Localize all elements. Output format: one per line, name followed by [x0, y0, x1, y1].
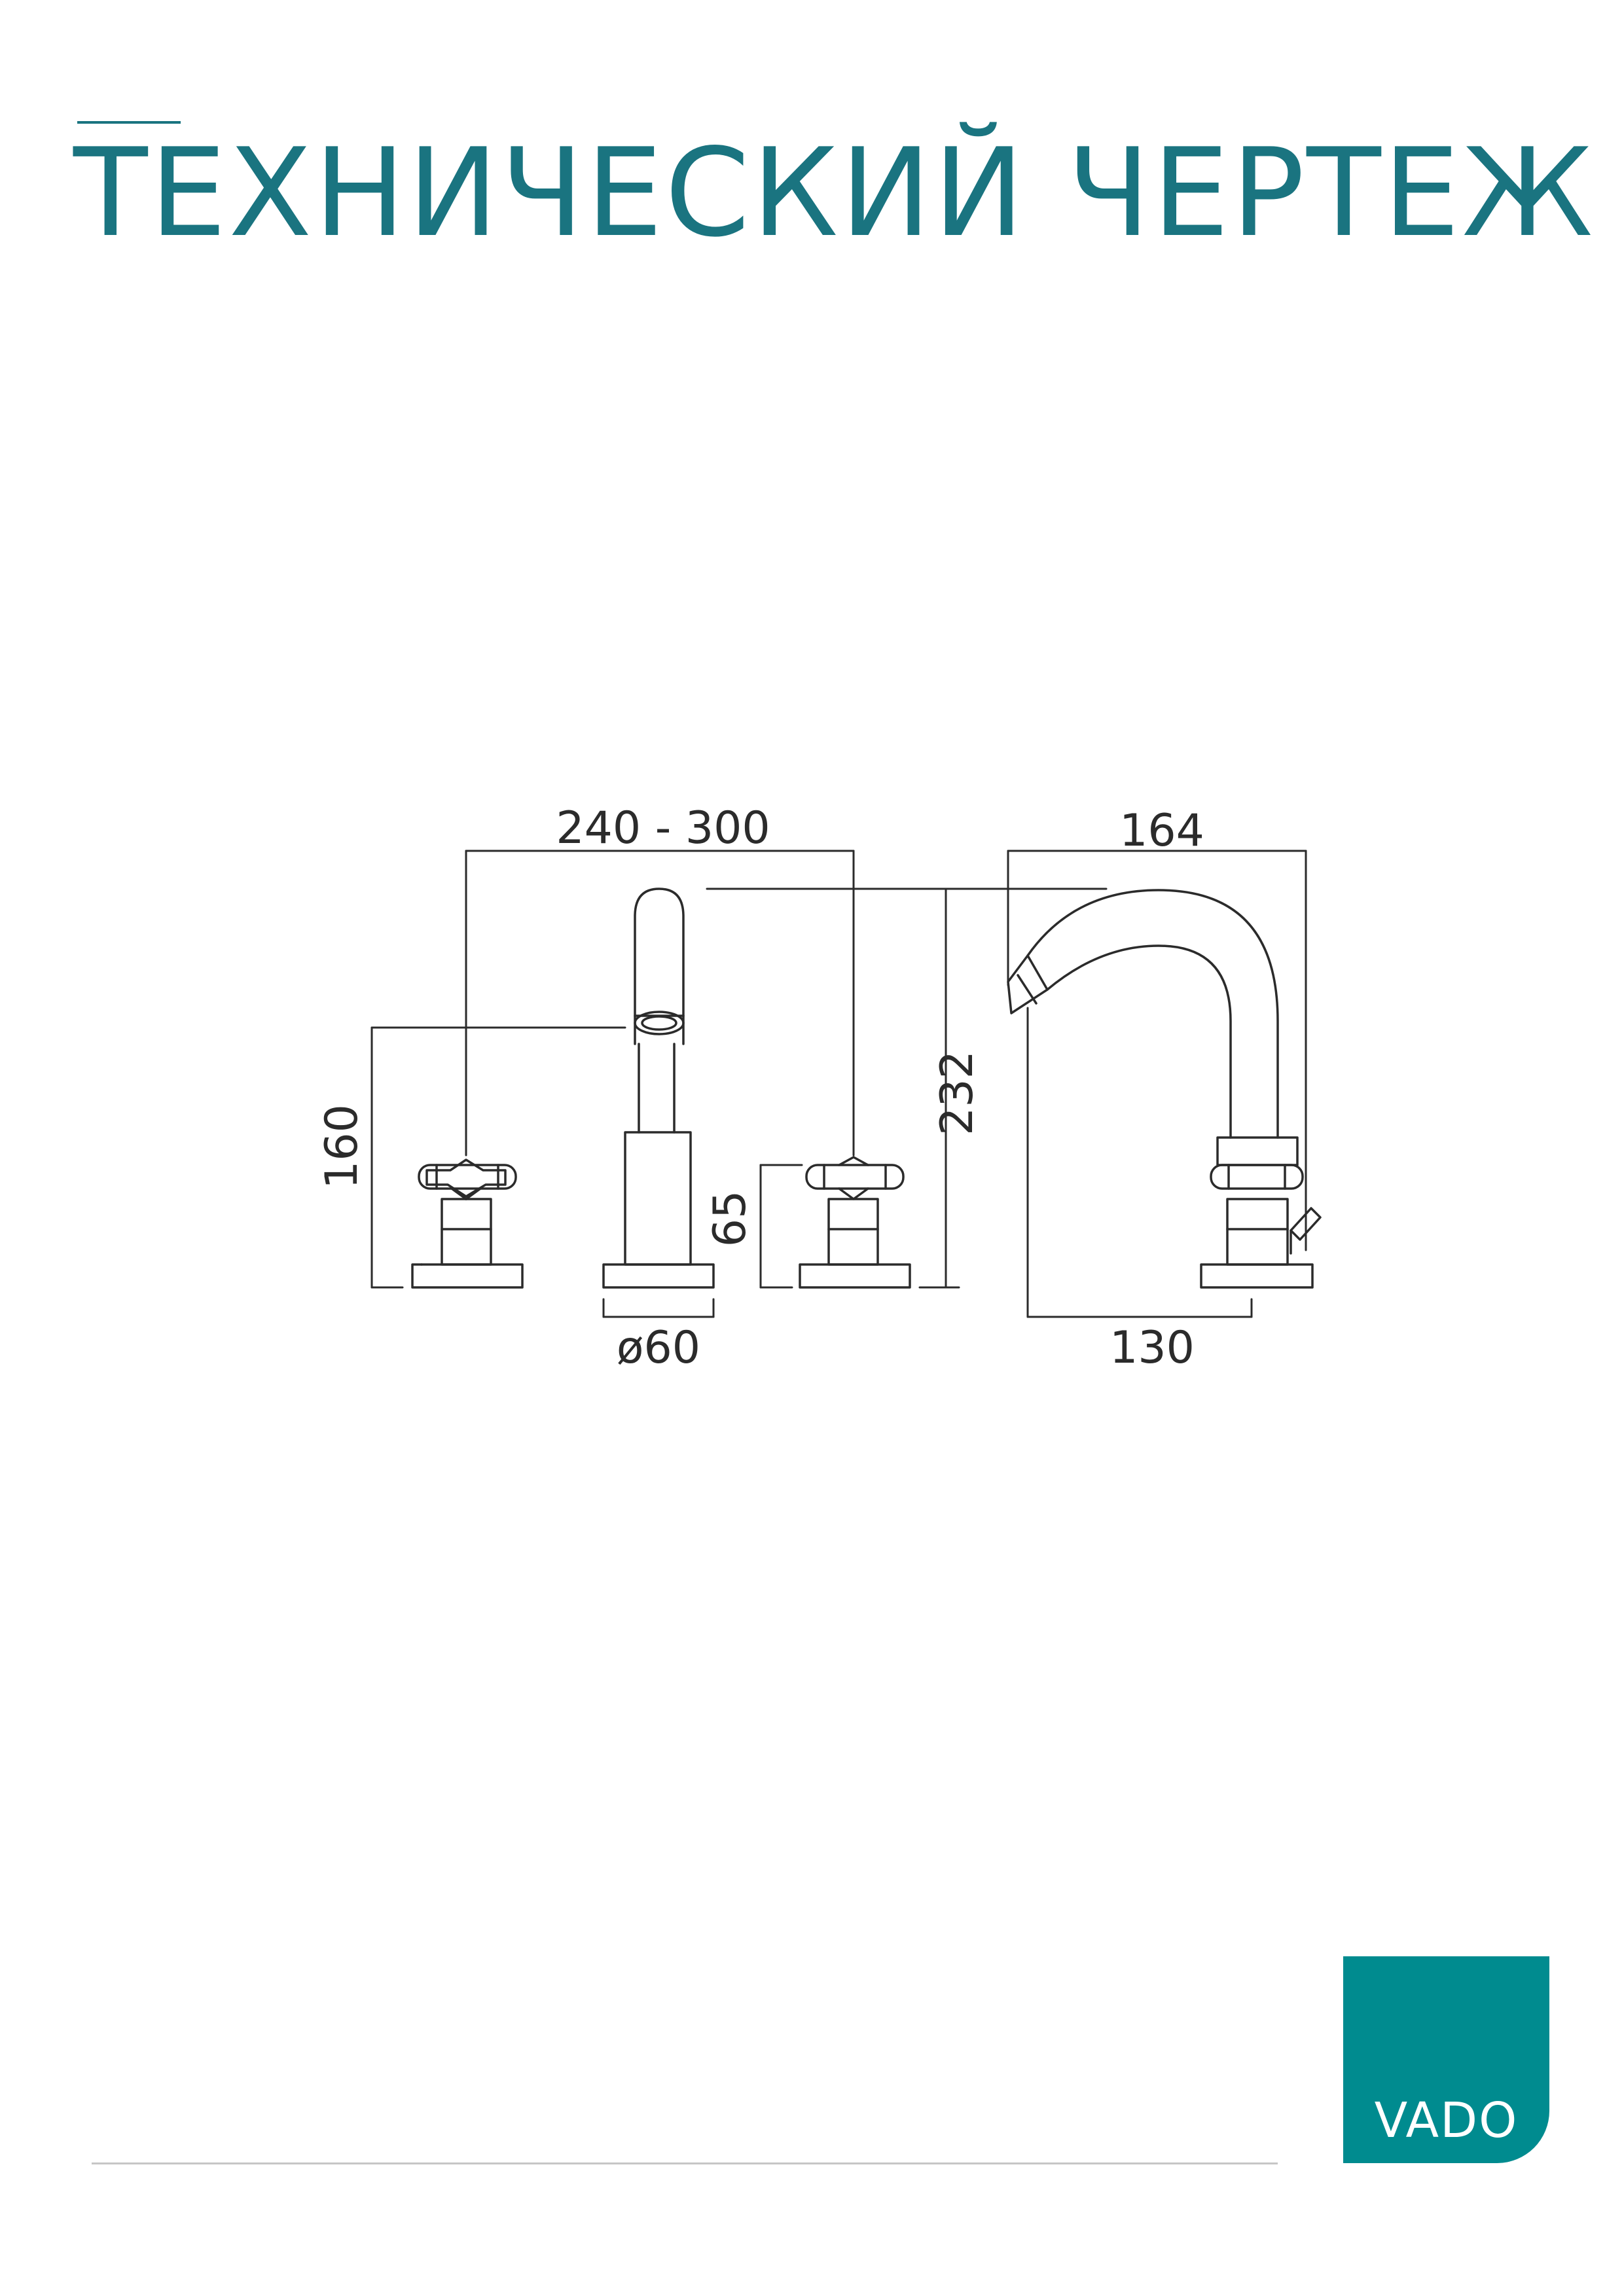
- dim-base-diameter: ø60: [617, 1322, 700, 1374]
- dim-handle-spacing: 240 - 300: [556, 802, 770, 854]
- vado-logo: VADO: [1343, 1956, 1549, 2163]
- side-view-mixer: [1007, 889, 1322, 1289]
- dim-reach-from-center: 130: [1110, 1322, 1195, 1374]
- footer-rule: [92, 2162, 1278, 2164]
- right-cross-handle: [799, 1156, 911, 1289]
- left-cross-handle: [411, 1158, 524, 1289]
- page-title: ТЕХНИЧЕСКИЙ ЧЕРТЕЖ: [73, 122, 1595, 264]
- logo-text: VADO: [1374, 2092, 1519, 2149]
- dim-handle-height: 65: [704, 1191, 756, 1247]
- dim-spout-reach: 164: [1119, 805, 1204, 857]
- dimension-lines: [370, 850, 1307, 1318]
- dim-height-to-outlet: 160: [316, 1104, 368, 1189]
- center-spout: [602, 888, 715, 1289]
- dim-height-overall: 232: [931, 1050, 983, 1136]
- title-accent-rule: [77, 121, 181, 124]
